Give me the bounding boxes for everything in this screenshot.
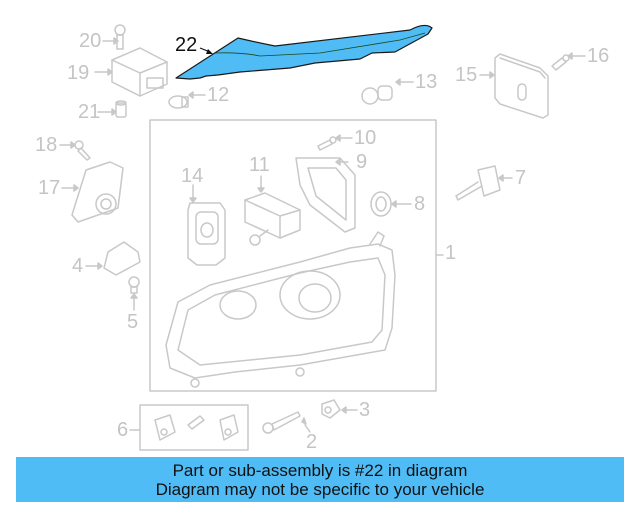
callout-4[interactable]: 4 xyxy=(72,255,84,277)
part-22-highlighted-drawing xyxy=(175,24,433,80)
callout-12[interactable]: 12 xyxy=(207,84,230,106)
part-20-bolt-drawing xyxy=(102,24,126,50)
part-5-screw-drawing xyxy=(128,276,140,311)
part-14-cap-drawing xyxy=(187,184,226,266)
callout-8[interactable]: 8 xyxy=(414,193,426,215)
part-15-control-unit-drawing xyxy=(479,53,549,119)
part-16-screw-drawing xyxy=(551,52,586,71)
part-17-housing-drawing xyxy=(61,161,124,223)
callout-14[interactable]: 14 xyxy=(181,165,204,187)
part-1-headlamp-drawing xyxy=(165,231,396,388)
callout-11[interactable]: 11 xyxy=(249,154,270,176)
callout-21[interactable]: 21 xyxy=(78,101,101,123)
callout-6[interactable]: 6 xyxy=(117,419,129,441)
callout-22[interactable]: 22 xyxy=(175,34,198,56)
part-8-cap-drawing xyxy=(370,191,412,217)
callout-13[interactable]: 13 xyxy=(415,71,438,93)
callout-17[interactable]: 17 xyxy=(38,177,61,199)
callout-9[interactable]: 9 xyxy=(356,151,368,173)
callout-2[interactable]: 2 xyxy=(306,431,318,453)
part-21-nut-drawing xyxy=(97,100,127,118)
callout-10[interactable]: 10 xyxy=(354,127,377,149)
part-4-bracket-drawing xyxy=(85,241,141,276)
part-19-module-drawing xyxy=(94,47,168,97)
callout-1[interactable]: 1 xyxy=(445,242,457,264)
callout-5[interactable]: 5 xyxy=(127,311,139,333)
callout-3[interactable]: 3 xyxy=(359,399,371,421)
part-11-motor-drawing xyxy=(244,175,301,246)
part-2-bolt-drawing xyxy=(262,411,311,434)
part-18-screw-drawing xyxy=(59,140,91,161)
part-12-plug-drawing xyxy=(168,91,206,109)
banner-line-disclaimer: Diagram may not be specific to your vehi… xyxy=(155,479,485,499)
part-9-frame-drawing xyxy=(295,157,356,233)
callout-18[interactable]: 18 xyxy=(35,134,58,156)
callout-20[interactable]: 20 xyxy=(79,30,102,52)
callout-19[interactable]: 19 xyxy=(67,62,90,84)
banner-line-part-info: Part or sub-assembly is #22 in diagram xyxy=(172,460,468,480)
callout-16[interactable]: 16 xyxy=(587,45,610,67)
info-banner: Part or sub-assembly is #22 in diagram D… xyxy=(16,457,624,502)
part-3-clip-drawing xyxy=(321,399,358,419)
callout-15[interactable]: 15 xyxy=(455,64,478,86)
part-13-bulb-drawing xyxy=(361,78,414,105)
part-10-screw-drawing xyxy=(317,134,353,151)
callout-7[interactable]: 7 xyxy=(515,167,527,189)
part-6-kit-drawing xyxy=(129,404,249,451)
part-7-bulb-drawing xyxy=(455,165,513,201)
